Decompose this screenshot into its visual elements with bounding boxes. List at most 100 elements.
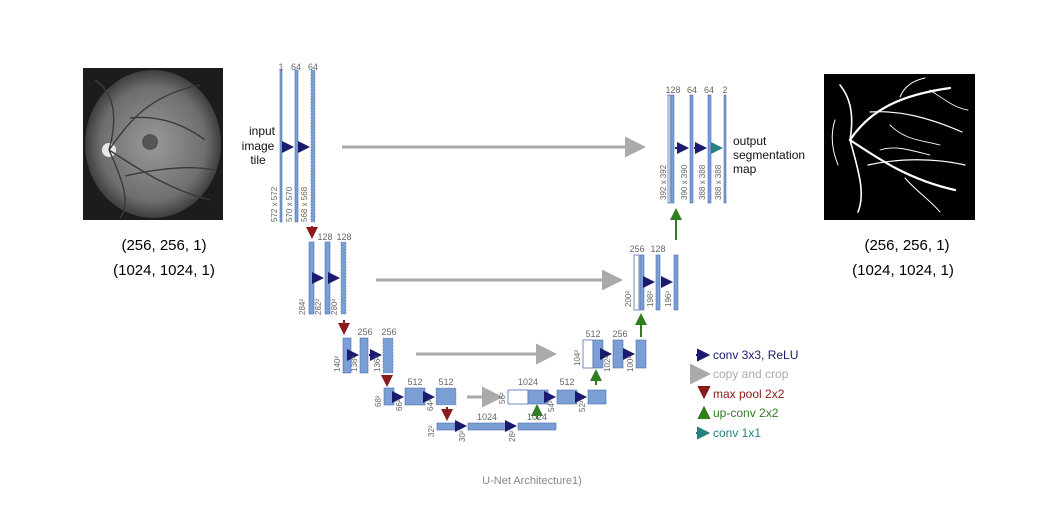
input-label-1: input bbox=[249, 124, 276, 138]
feature-map-enc2-2 bbox=[340, 241, 347, 315]
legend-up-label: up-conv 2x2 bbox=[713, 406, 779, 420]
size-dec4-1: 54² bbox=[547, 400, 556, 412]
size-enc4-2: 64² bbox=[426, 399, 435, 411]
feature-map-dec1-3 bbox=[707, 94, 712, 204]
feature-map-enc1-0 bbox=[279, 69, 283, 223]
channels-dec4-0: 1024 bbox=[518, 377, 538, 387]
legend-pool-label: max pool 2x2 bbox=[713, 387, 785, 401]
size-dec4-2: 52² bbox=[578, 400, 587, 412]
legend-copy-label: copy and crop bbox=[713, 367, 789, 381]
channels-dec2-0: 256 bbox=[629, 244, 644, 254]
size-enc4-1: 66² bbox=[395, 399, 404, 411]
channels-bottom-1: 1024 bbox=[527, 412, 547, 422]
output-label-2: segmentation bbox=[733, 148, 805, 162]
feature-map-enc3-1 bbox=[359, 337, 369, 374]
channels-enc1-2: 64 bbox=[308, 62, 318, 72]
feature-map-dec3-1 bbox=[592, 339, 604, 369]
feature-map-dec4-3 bbox=[587, 389, 607, 405]
left-shape-label-2: (1024, 1024, 1) bbox=[113, 262, 215, 279]
legend: conv 3x3, ReLU copy and crop max pool 2x2 u… bbox=[690, 348, 798, 440]
size-dec3-2: 100² bbox=[626, 356, 635, 372]
channels-enc3-0: 256 bbox=[357, 327, 372, 337]
feature-map-dec1-2 bbox=[689, 94, 694, 204]
size-dec3-1: 102² bbox=[603, 356, 612, 372]
arrows bbox=[282, 136, 723, 432]
size-enc1-0: 572 x 572 bbox=[270, 186, 279, 222]
size-enc3-1: 138² bbox=[350, 356, 359, 372]
feature-map-enc1-2 bbox=[310, 69, 316, 223]
size-dec2-2: 196² bbox=[664, 291, 673, 307]
legend-conv-label: conv 3x3, ReLU bbox=[713, 348, 798, 362]
right-shape-label-1: (256, 256, 1) bbox=[864, 237, 949, 254]
legend-final-label: conv 1x1 bbox=[713, 426, 761, 440]
feature-map-dec3-3 bbox=[635, 339, 647, 369]
feature-map-bottom-1 bbox=[467, 422, 507, 431]
channels-dec1-2: 64 bbox=[704, 85, 714, 95]
feature-map-dec2-2 bbox=[655, 254, 661, 311]
size-dec1-3: 388 x 388 bbox=[714, 164, 723, 200]
size-enc1-2: 568 x 568 bbox=[300, 186, 309, 222]
channels-enc4-1: 512 bbox=[438, 377, 453, 387]
channels-dec1-3: 2 bbox=[722, 85, 727, 95]
feature-map-enc1-1 bbox=[294, 69, 299, 223]
channels-enc2-1: 128 bbox=[336, 232, 351, 242]
feature-map-dec3-0 bbox=[582, 339, 594, 369]
size-dec2-1: 198² bbox=[646, 291, 655, 307]
input-label-3: tile bbox=[250, 153, 266, 167]
feature-map-dec1-4 bbox=[723, 94, 727, 204]
size-dec4-0: 56² bbox=[498, 392, 507, 404]
feature-map-bottom-2 bbox=[517, 422, 557, 431]
segmentation-image bbox=[824, 74, 975, 220]
channels-dec1-0: 128 bbox=[665, 85, 680, 95]
feature-map-enc4-2 bbox=[435, 387, 457, 406]
channels-dec2-1: 128 bbox=[650, 244, 665, 254]
right-shape-label-2: (1024, 1024, 1) bbox=[852, 262, 954, 279]
caption: U-Net Architecture1) bbox=[482, 475, 582, 487]
retina-image bbox=[83, 68, 223, 220]
size-dec1-0: 392 x 392 bbox=[659, 164, 668, 200]
feature-map-dec2-1 bbox=[639, 254, 645, 311]
size-dec1-1: 390 x 390 bbox=[680, 164, 689, 200]
feature-map-dec2-0 bbox=[633, 254, 640, 311]
size-enc2-1: 282² bbox=[314, 299, 323, 315]
channels-enc1-0: 1 bbox=[278, 62, 283, 72]
channels-dec1-1: 64 bbox=[687, 85, 697, 95]
channels-bottom-0: 1024 bbox=[477, 412, 497, 422]
feature-map-dec1-0 bbox=[667, 94, 671, 204]
feature-map-dec3-2 bbox=[612, 339, 624, 369]
feature-map-dec2-3 bbox=[673, 254, 679, 311]
output-label-1: output bbox=[733, 134, 767, 148]
channels-dec3-0: 512 bbox=[585, 329, 600, 339]
size-dec3-0: 104² bbox=[573, 350, 582, 366]
feature-map-enc4-0 bbox=[383, 387, 395, 406]
size-enc2-2: 280² bbox=[330, 299, 339, 315]
size-enc1-1: 570 x 570 bbox=[285, 186, 294, 222]
left-shape-label-1: (256, 256, 1) bbox=[121, 237, 206, 254]
channels-enc4-0: 512 bbox=[407, 377, 422, 387]
feature-map-dec4-2 bbox=[556, 389, 578, 405]
channels-enc3-1: 256 bbox=[381, 327, 396, 337]
size-dec2-0: 200² bbox=[624, 291, 633, 307]
feature-map-dec1-1 bbox=[670, 94, 675, 204]
output-label-3: map bbox=[733, 162, 757, 176]
dimension-labels: 1 64 64 128 128 256 256 512 512 1024 1024 1024 512 51… bbox=[270, 62, 728, 442]
channels-enc1-1: 64 bbox=[291, 62, 301, 72]
feature-map-enc4-1 bbox=[404, 387, 426, 406]
size-enc3-2: 136² bbox=[373, 356, 382, 372]
feature-map-dec4-1 bbox=[527, 389, 549, 405]
channels-dec3-1: 256 bbox=[612, 329, 627, 339]
feature-map-enc3-2 bbox=[382, 337, 394, 374]
feature-map-dec4-0 bbox=[507, 389, 529, 405]
size-enc3-0: 140² bbox=[333, 356, 342, 372]
channels-enc2-0: 128 bbox=[317, 232, 332, 242]
feature-map-bottom-0 bbox=[436, 422, 456, 431]
size-bottom-0: 32² bbox=[427, 425, 436, 437]
channels-dec4-1: 512 bbox=[559, 377, 574, 387]
size-enc2-0: 284² bbox=[298, 299, 307, 315]
size-bottom-2: 28² bbox=[508, 430, 517, 442]
size-enc4-0: 68² bbox=[374, 395, 383, 407]
input-label-2: image bbox=[242, 139, 275, 153]
size-bottom-1: 30² bbox=[458, 430, 467, 442]
size-dec1-2: 388 x 388 bbox=[698, 164, 707, 200]
